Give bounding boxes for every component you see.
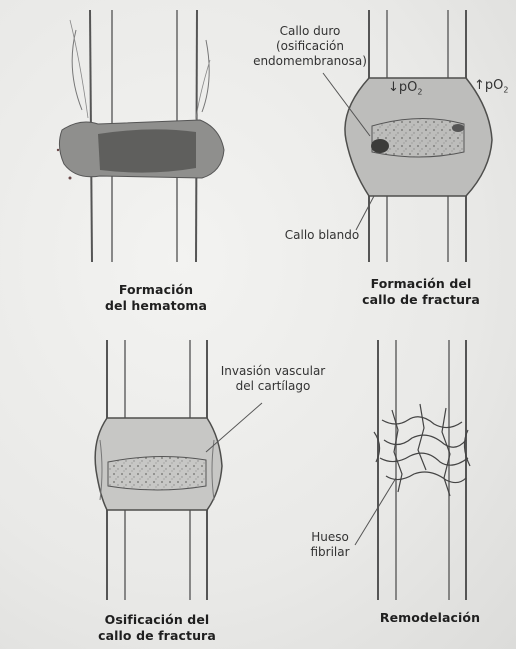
po2-low-text: ↓pO bbox=[388, 80, 417, 95]
label-po2-low: ↓pO2 bbox=[388, 80, 422, 97]
caption-ossification-line-2: callo de fractura bbox=[92, 628, 222, 644]
caption-hematoma-line-1: Formación bbox=[96, 282, 216, 298]
panel-hematoma-drawing bbox=[57, 10, 224, 262]
caption-remodeling-line-1: Remodelación bbox=[370, 610, 490, 626]
label-hard-callus-line-3: endomembranosa) bbox=[240, 54, 380, 69]
caption-hematoma-line-2: del hematoma bbox=[96, 298, 216, 314]
woven-bone-trabeculae bbox=[374, 404, 470, 496]
label-woven-bone: Hueso fibrilar bbox=[300, 530, 360, 560]
caption-callus-formation-line-1: Formación del bbox=[356, 276, 486, 292]
label-woven-bone-line-1: Hueso bbox=[300, 530, 360, 545]
hard-callus-nodule bbox=[371, 139, 389, 153]
label-soft-callus-text: Callo blando bbox=[272, 228, 372, 243]
label-hard-callus-line-2: (osificación bbox=[240, 39, 380, 54]
caption-callus-formation-line-2: callo de fractura bbox=[356, 292, 486, 308]
po2-high-text: ↑pO bbox=[474, 78, 503, 93]
caption-remodeling: Remodelación bbox=[370, 610, 490, 626]
label-po2-high: ↑pO2 bbox=[474, 78, 508, 95]
caption-ossification: Osificación del callo de fractura bbox=[92, 612, 222, 644]
bone-shaft-right-bottom bbox=[378, 340, 466, 600]
label-vascular-invasion: Invasión vascular del cartílago bbox=[208, 364, 338, 394]
label-vascular-invasion-line-1: Invasión vascular bbox=[208, 364, 338, 379]
label-hard-callus-line-1: Callo duro bbox=[240, 24, 380, 39]
po2-high-subscript: 2 bbox=[503, 86, 508, 95]
po2-low-subscript: 2 bbox=[417, 88, 422, 97]
label-vascular-invasion-line-2: del cartílago bbox=[208, 379, 338, 394]
caption-hematoma: Formación del hematoma bbox=[96, 282, 216, 314]
label-woven-bone-line-2: fibrilar bbox=[300, 545, 360, 560]
label-hard-callus: Callo duro (osificación endomembranosa) bbox=[240, 24, 380, 69]
caption-ossification-line-1: Osificación del bbox=[92, 612, 222, 628]
caption-callus-formation: Formación del callo de fractura bbox=[356, 276, 486, 308]
panel-remodeling-drawing bbox=[355, 340, 470, 600]
label-soft-callus: Callo blando bbox=[272, 228, 372, 243]
